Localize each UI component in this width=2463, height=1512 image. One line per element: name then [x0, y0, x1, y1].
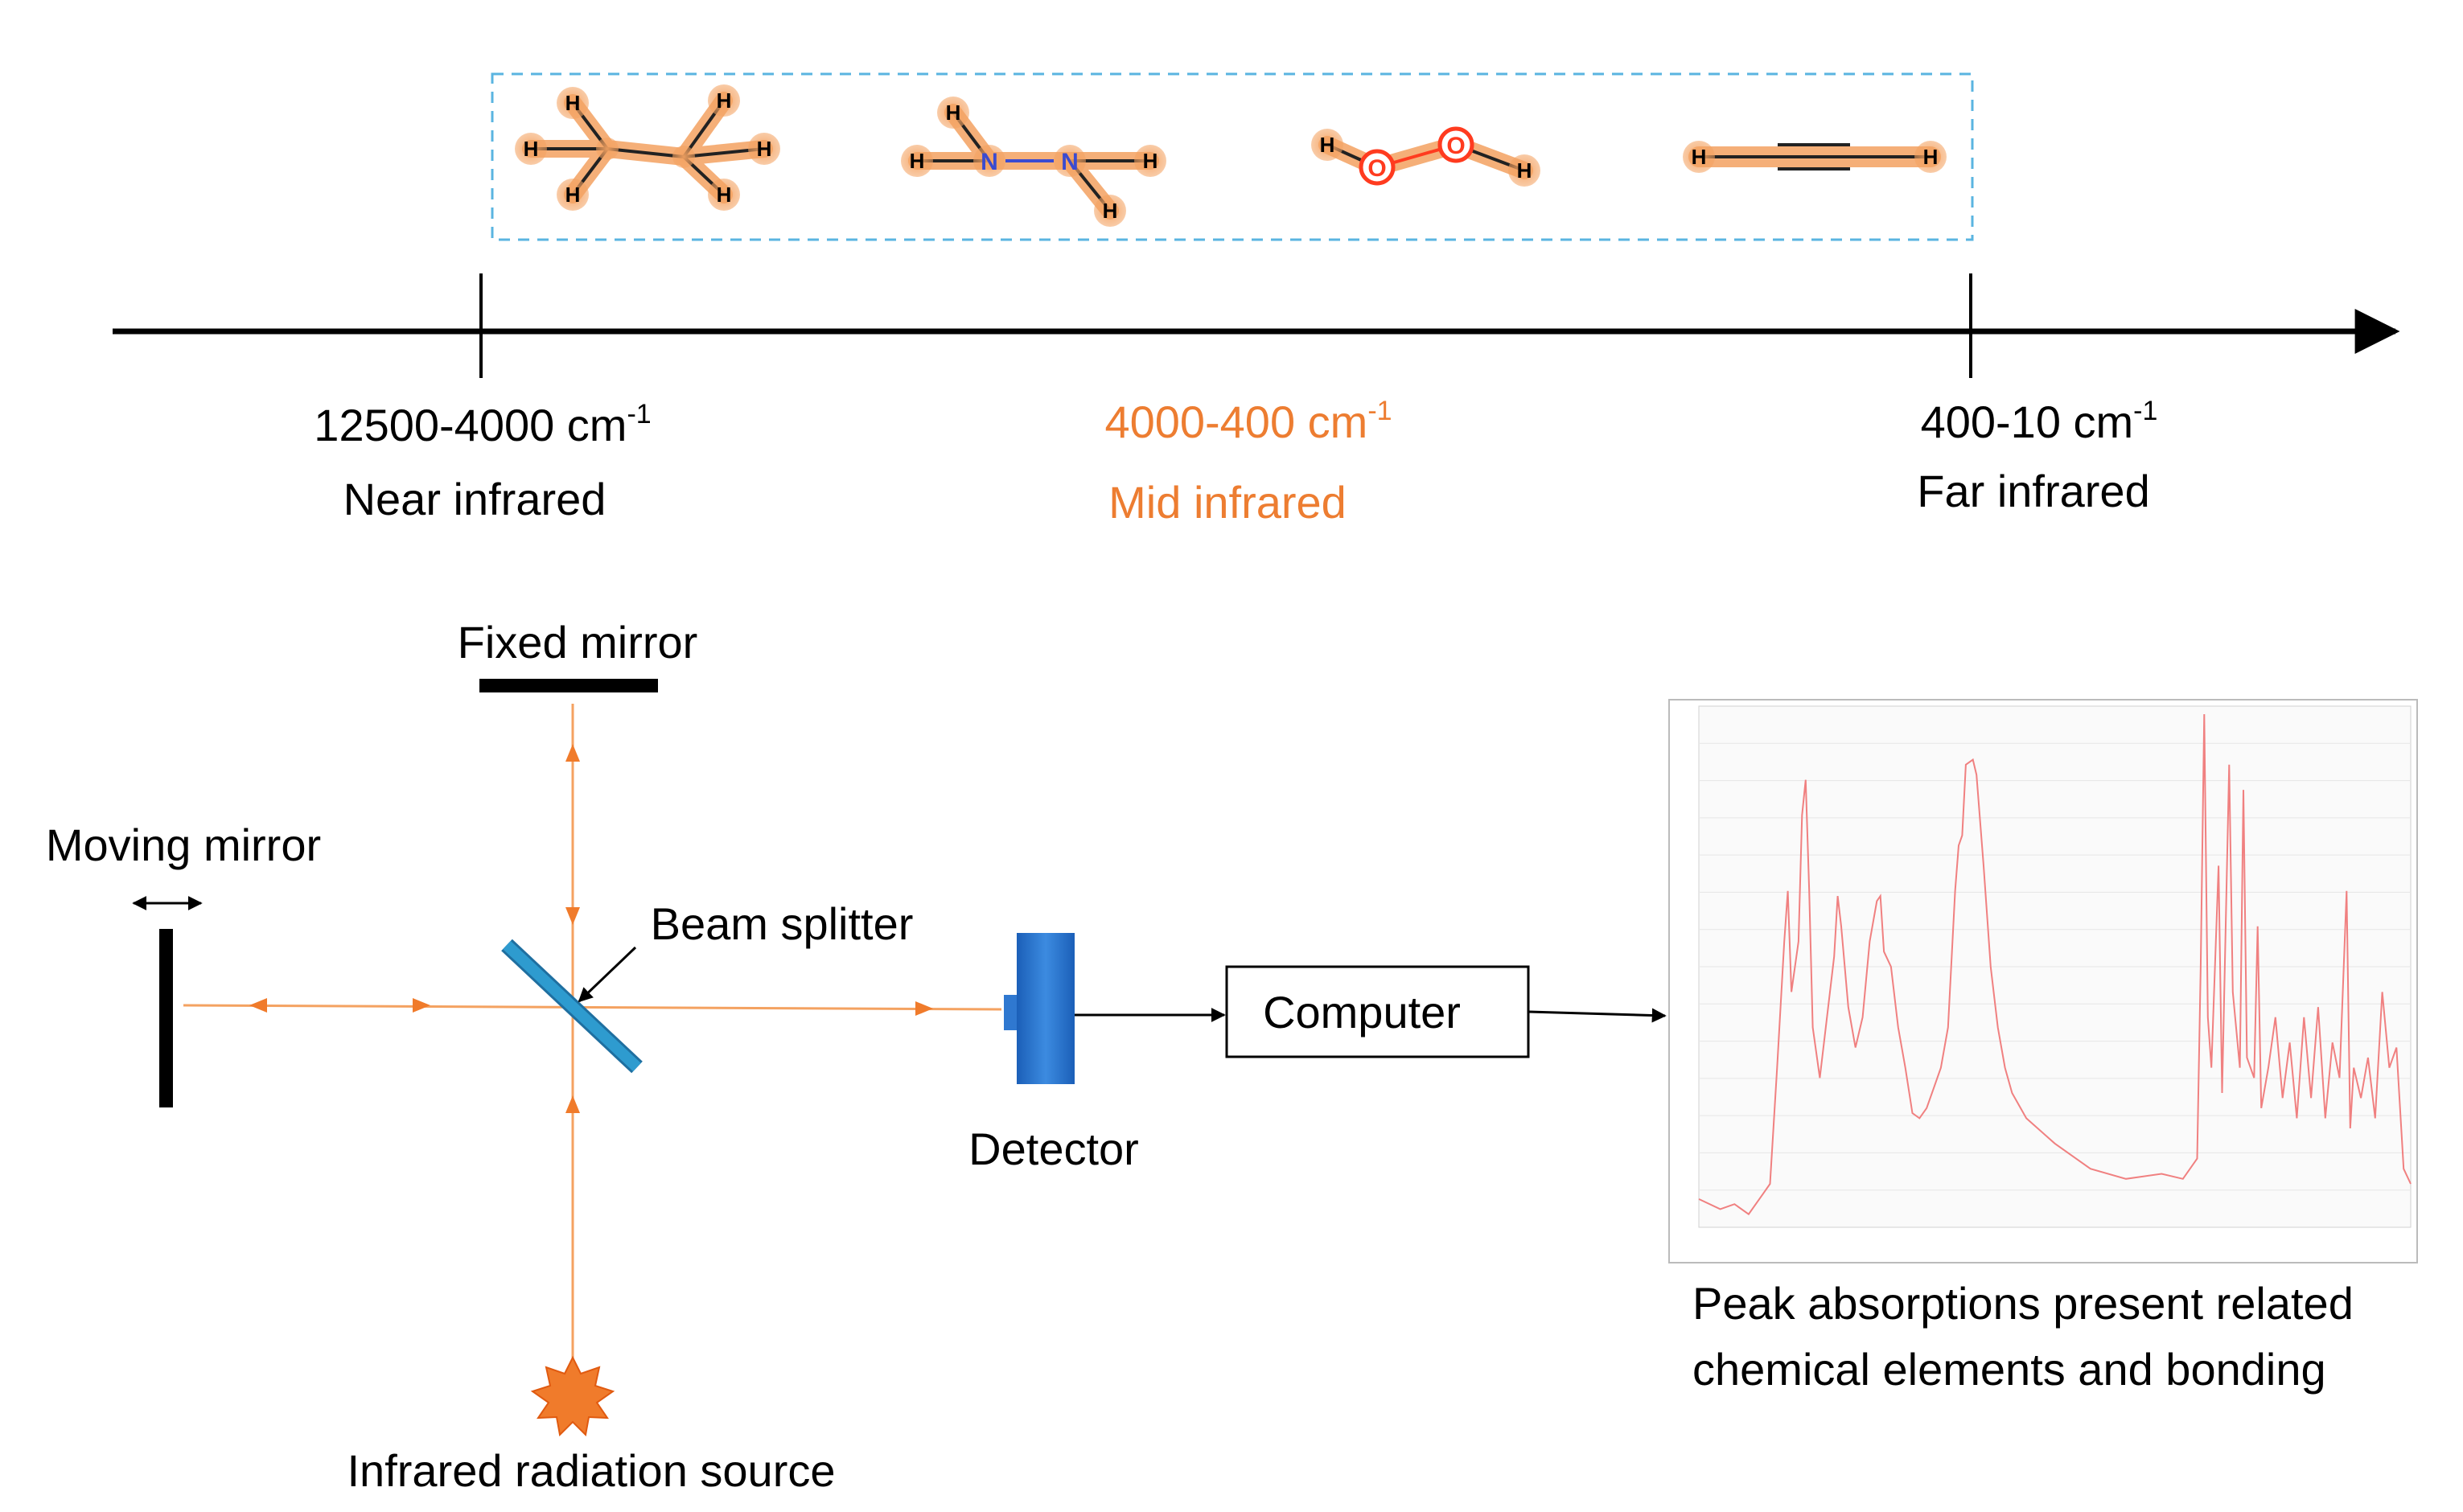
atom-label: H: [717, 88, 732, 113]
atom-label: O: [1446, 133, 1465, 159]
mid-ir-range: 4000-400 cm-1: [1104, 396, 1392, 447]
near-ir-label: Near infrared: [343, 474, 606, 524]
atom-label: H: [1320, 133, 1335, 157]
atom-label: N: [1061, 149, 1079, 175]
molecule-box: [491, 72, 1974, 241]
beam-splitter-pointer: [578, 946, 637, 1003]
atom-label: H: [1143, 149, 1158, 173]
atom-label: H: [910, 149, 925, 173]
ir-source-label: Infrared radiation source: [347, 1445, 835, 1496]
atom-label: H: [757, 137, 772, 161]
far-ir-label: Far infrared: [1917, 466, 2149, 516]
atom-label: H: [717, 183, 732, 207]
mid-ir-label: Mid infrared: [1108, 477, 1347, 528]
computer-to-spectrum-arrow: [1528, 1008, 1667, 1023]
atom-label: H: [1517, 158, 1532, 183]
peroxide-molecule-icon: H H O O: [1311, 126, 1540, 187]
result-caption-line1: Peak absorptions present related: [1692, 1278, 2354, 1329]
far-ir-range: 400-10 cm-1: [1921, 396, 2158, 447]
result-caption-line2: chemical elements and bonding: [1692, 1344, 2326, 1395]
detector-window: [1004, 995, 1018, 1030]
ir-spectrum-thumbnail: [1668, 699, 2418, 1263]
atom-label: H: [565, 91, 581, 115]
atom-label: H: [1692, 145, 1707, 169]
fixed-mirror: [479, 679, 658, 692]
computer-label: Computer: [1263, 987, 1461, 1037]
detector-label: Detector: [968, 1124, 1139, 1174]
moving-mirror-label: Moving mirror: [46, 820, 321, 870]
fixed-mirror-label: Fixed mirror: [458, 617, 698, 668]
atom-label: N: [981, 149, 998, 175]
near-ir-range: 12500-4000 cm-1: [314, 399, 651, 450]
ethyne-molecule-icon: H H: [1683, 141, 1947, 173]
ethane-molecule-icon: H H H H H H: [515, 84, 780, 211]
atom-label: O: [1367, 155, 1386, 182]
beam-splitter-label: Beam splitter: [651, 898, 914, 949]
hydrazine-molecule-icon: H H H H N N: [901, 97, 1166, 227]
atom-label: H: [946, 101, 961, 125]
moving-mirror: [159, 929, 173, 1107]
detector-icon: [1017, 933, 1075, 1084]
beam-paths: [183, 704, 1002, 1379]
atom-label: H: [1103, 199, 1118, 223]
atom-label: H: [524, 137, 539, 161]
atom-label: H: [1923, 145, 1939, 169]
atom-label: H: [565, 183, 581, 207]
computer-box: [1225, 965, 1530, 1058]
ir-source-icon: [530, 1355, 615, 1437]
beam-arrows: [249, 744, 933, 1113]
